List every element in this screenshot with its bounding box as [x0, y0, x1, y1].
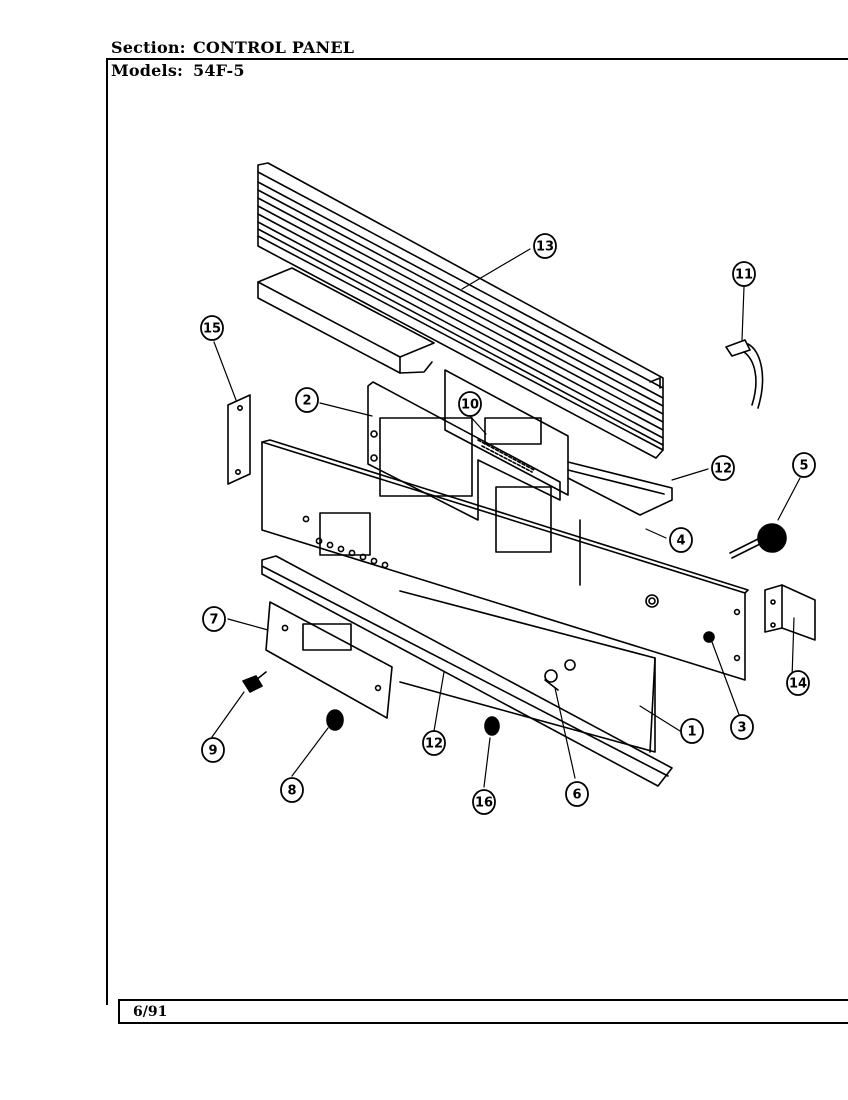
- callout-5: 5: [792, 452, 816, 478]
- callout-circle: [669, 527, 693, 553]
- callout-15: 15: [200, 315, 224, 341]
- callout-number: 5: [799, 459, 808, 474]
- models-heading: Models: 54F-5: [111, 61, 245, 80]
- section-heading: Section: CONTROL PANEL: [111, 38, 354, 57]
- models-value: 54F-5: [193, 61, 245, 80]
- callout-8: 8: [280, 777, 304, 803]
- callout-number: 14: [789, 677, 807, 692]
- part-upper-bracket: [567, 461, 673, 516]
- part-screw: [703, 631, 715, 643]
- callout-11: 11: [732, 261, 756, 287]
- section-title: CONTROL PANEL: [193, 38, 355, 57]
- callout-number: 13: [536, 240, 554, 255]
- callout-2: 2: [295, 387, 319, 413]
- part-wire-connector: [725, 339, 764, 409]
- part-control-panel: [261, 439, 749, 681]
- callout-9: 9: [201, 737, 225, 763]
- callout-circle: [680, 718, 704, 744]
- callout-circle: [565, 781, 589, 807]
- callout-circle: [786, 670, 810, 696]
- callout-3: 3: [730, 714, 754, 740]
- callout-number: 6: [572, 788, 581, 803]
- part-thermostat: [729, 523, 787, 559]
- callout-number: 1: [687, 725, 696, 740]
- callout-number: 8: [287, 784, 296, 799]
- callout-10: 10: [458, 391, 482, 417]
- footer-left-rule: [118, 999, 120, 1024]
- callout-number: 16: [475, 796, 493, 811]
- callout-number: 7: [209, 613, 218, 628]
- part-trim-extrusion: [257, 162, 664, 459]
- callout-7: 7: [202, 606, 226, 632]
- callout-circle: [533, 233, 557, 259]
- callout-circle: [200, 315, 224, 341]
- part-clock-face: [265, 601, 393, 719]
- callout-6: 6: [565, 781, 589, 807]
- callout-circle: [711, 455, 735, 481]
- callout-14: 14: [786, 670, 810, 696]
- callout-circle: [422, 730, 446, 756]
- callout-circle: [732, 261, 756, 287]
- callout-13: 13: [533, 233, 557, 259]
- part-support-frame: [367, 381, 561, 521]
- callout-12: 12: [422, 730, 446, 756]
- callout-16: 16: [472, 789, 496, 815]
- callout-circle: [458, 391, 482, 417]
- callout-number: 9: [208, 744, 217, 759]
- part-lower-strip: [257, 267, 435, 374]
- frame-left-rule: [106, 58, 108, 1005]
- callout-circle: [472, 789, 496, 815]
- part-display-board: [444, 369, 569, 496]
- part-knob: [326, 709, 344, 731]
- callout-circle: [201, 737, 225, 763]
- part-small-knob: [242, 671, 267, 693]
- callout-number: 2: [302, 394, 311, 409]
- callout-number: 12: [714, 462, 732, 477]
- part-lower-rail: [261, 555, 673, 787]
- part-knob-2: [484, 716, 500, 736]
- part-l-bracket: [764, 584, 816, 641]
- section-label: Section:: [111, 38, 186, 57]
- frame-top-rule: [106, 58, 848, 60]
- footer-bottom-rule: [118, 1022, 848, 1024]
- callout-number: 15: [203, 322, 221, 337]
- callout-number: 3: [737, 721, 746, 736]
- callout-number: 11: [735, 268, 753, 283]
- part-side-plate: [227, 394, 251, 485]
- part-switch: [544, 659, 576, 691]
- callout-circle: [280, 777, 304, 803]
- callout-circle: [730, 714, 754, 740]
- callout-number: 10: [461, 398, 479, 413]
- callout-12: 12: [711, 455, 735, 481]
- callout-number: 12: [425, 737, 443, 752]
- callout-4: 4: [669, 527, 693, 553]
- callout-circle: [295, 387, 319, 413]
- leader-lines: [211, 248, 801, 788]
- footer-date: 6/91: [133, 1004, 168, 1020]
- callout-circle: [202, 606, 226, 632]
- callout-circle: [792, 452, 816, 478]
- models-label: Models:: [111, 61, 184, 80]
- footer-top-rule: [118, 999, 848, 1001]
- callout-1: 1: [680, 718, 704, 744]
- callout-number: 4: [676, 534, 685, 549]
